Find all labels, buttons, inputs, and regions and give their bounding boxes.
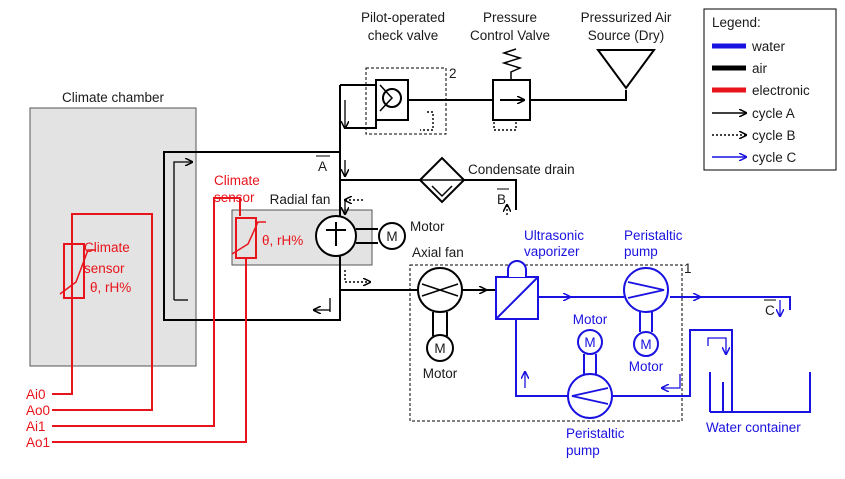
condensate-drain xyxy=(418,156,466,204)
cycle-a-label: A xyxy=(318,159,327,174)
water-container-label: Water container xyxy=(706,420,801,435)
theta-rh-left: θ, rH% xyxy=(90,280,131,295)
axial-fan xyxy=(417,267,463,362)
box-2-label: 2 xyxy=(449,66,457,81)
pressurized-air-label-2: Source (Dry) xyxy=(588,28,665,43)
ultrasonic-vaporizer-label-2: vaporizer xyxy=(524,244,580,259)
axial-motor-symbol: M xyxy=(434,341,445,356)
legend-item-cycle-c: cycle C xyxy=(752,150,797,165)
axial-fan-label: Axial fan xyxy=(412,245,464,260)
pilot-check-valve-label-1: Pilot-operated xyxy=(361,10,445,25)
pressurized-air-label-1: Pressurized Air xyxy=(581,10,672,25)
pressurized-air-source xyxy=(596,49,656,90)
climate-sensor-left xyxy=(59,243,96,299)
cycle-b-label: B xyxy=(497,192,506,207)
peristaltic-pump-top-label-2: pump xyxy=(624,244,658,259)
io-ao0: Ao0 xyxy=(26,403,50,418)
climate-sensor-right-label-1: Climate xyxy=(214,173,260,188)
legend-item-water: water xyxy=(751,39,786,54)
io-ai1: Ai1 xyxy=(26,419,46,434)
radial-motor-label: Motor xyxy=(410,219,445,234)
pump-bottom-motor-label: Motor xyxy=(573,312,608,327)
cycle-c-label: C xyxy=(765,303,775,318)
io-ao1: Ao1 xyxy=(26,435,50,450)
humidifier-group-box xyxy=(409,264,683,422)
peristaltic-pump-top xyxy=(623,267,669,357)
pump-top-motor-symbol: M xyxy=(640,337,651,352)
peristaltic-pump-bottom-label-2: pump xyxy=(566,443,600,458)
climate-chamber-label: Climate chamber xyxy=(62,90,165,105)
legend-item-cycle-a: cycle A xyxy=(752,106,795,121)
peristaltic-pump-bottom xyxy=(567,329,613,419)
water-circuit xyxy=(515,297,811,413)
pressure-control-valve xyxy=(492,48,531,121)
radial-fan-label: Radial fan xyxy=(270,192,331,207)
axial-fan-motor xyxy=(426,334,454,362)
legend-title: Legend: xyxy=(712,15,761,30)
axial-motor-label: Motor xyxy=(423,366,458,381)
io-ai0: Ai0 xyxy=(26,387,46,402)
pump-top-motor-label: Motor xyxy=(629,359,664,374)
pump-bottom-motor xyxy=(577,329,603,355)
ultrasonic-vaporizer-label-1: Ultrasonic xyxy=(524,228,584,243)
cycle-a-arrows xyxy=(173,100,345,312)
pilot-check-valve xyxy=(375,79,409,121)
climate-sensor-left-label-2: sensor xyxy=(84,261,125,276)
pump-bottom-motor-symbol: M xyxy=(584,335,595,350)
electronic-wiring xyxy=(52,197,247,443)
climate-chamber xyxy=(29,107,197,367)
theta-rh-right: θ, rH% xyxy=(262,233,303,248)
box-1-label: 1 xyxy=(684,261,692,276)
legend-item-air: air xyxy=(752,61,768,76)
ultrasonic-vaporizer xyxy=(495,260,539,320)
pressure-control-valve-label-1: Pressure xyxy=(483,10,537,25)
pump-top-motor xyxy=(633,331,659,357)
legend-item-cycle-b: cycle B xyxy=(752,128,796,143)
climate-sensor-left-label-1: Climate xyxy=(84,240,130,255)
radial-fan-motor xyxy=(378,222,406,250)
peristaltic-pump-bottom-label-1: Peristaltic xyxy=(566,426,625,441)
radial-motor-symbol: M xyxy=(386,229,397,244)
condensate-drain-label: Condensate drain xyxy=(468,162,575,177)
legend-item-electronic: electronic xyxy=(752,83,810,98)
peristaltic-pump-top-label-1: Peristaltic xyxy=(624,228,683,243)
pressure-control-valve-label-2: Control Valve xyxy=(470,28,550,43)
pilot-check-valve-label-2: check valve xyxy=(368,28,439,43)
legend: Legend: water air electronic cycle A cyc… xyxy=(703,8,837,171)
radial-fan xyxy=(315,215,406,257)
